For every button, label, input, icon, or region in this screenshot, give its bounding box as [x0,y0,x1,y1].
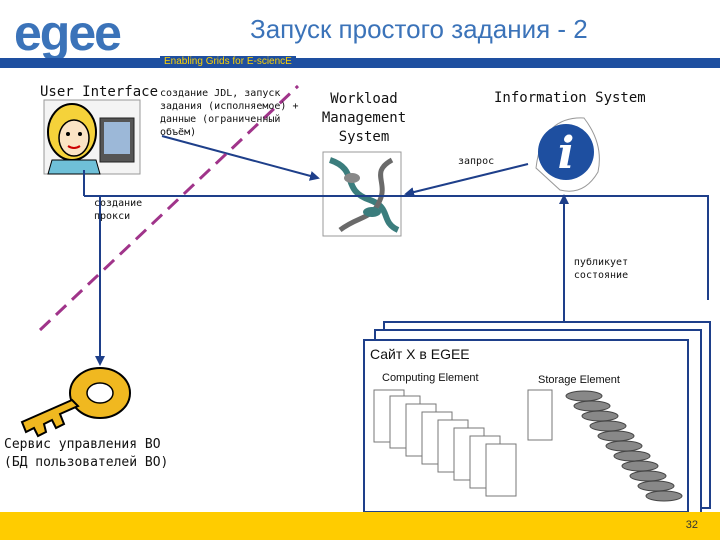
wms-line-1: Workload [330,91,398,107]
publish-annotation: публикует состояние [566,256,636,282]
information-system-label: Information System [494,90,646,106]
site-label: Сайт X в EGEE [370,346,470,362]
dashed-boundary [38,84,300,332]
workload-management-icon [322,151,402,237]
computing-element-stack [373,389,517,497]
header-bar [0,58,720,68]
submit-line-1: создание JDL, запуск [160,88,281,99]
submit-annotation: создание JDL, запуск задания (исполняемо… [160,87,298,139]
line-proxy [84,195,709,300]
arrow-submit [161,135,320,181]
publish-line-1: публикует [573,257,629,268]
page-number: 32 [685,519,698,531]
key-icon [20,367,131,438]
wms-line-2: Management [321,110,407,126]
storage-element-label: Storage Element [538,374,620,386]
arrow-query [404,163,529,197]
wms-line-3: System [338,129,390,145]
computing-element-label: Computing Element [382,372,479,384]
submit-line-4: объём) [160,127,197,138]
submit-line-2: задания (исполняемое) + [160,101,299,112]
info-letter: i [558,128,575,179]
submit-line-3: данные (ограниченный [160,114,281,125]
logo-text: egee [14,6,121,61]
tagline: Enabling Grids for E-sciencE [160,56,296,68]
information-icon: i [535,117,600,192]
vo-service-line-2: (БД пользователей ВО) [4,455,169,470]
footer-bar [0,512,720,540]
proxy-line-2: прокси [94,211,131,222]
query-annotation: запрос [458,156,495,167]
proxy-annotation: создание прокси [94,197,142,223]
user-interface-label: User Interface [40,84,159,100]
slide-title: Запуск простого задания - 2 [250,14,588,44]
storage-element-stack [527,389,683,502]
publish-line-2: состояние [573,270,629,281]
proxy-line-1: создание [94,198,143,209]
vo-service-label: Сервис управления ВО (БД пользователей В… [4,436,168,472]
user-person-icon [43,99,141,175]
connection-arrows [38,84,709,366]
egee-logo: egee [10,6,166,61]
vo-service-line-1: Сервис управления ВО [4,437,161,452]
wms-label: Workload Management System [312,90,416,147]
